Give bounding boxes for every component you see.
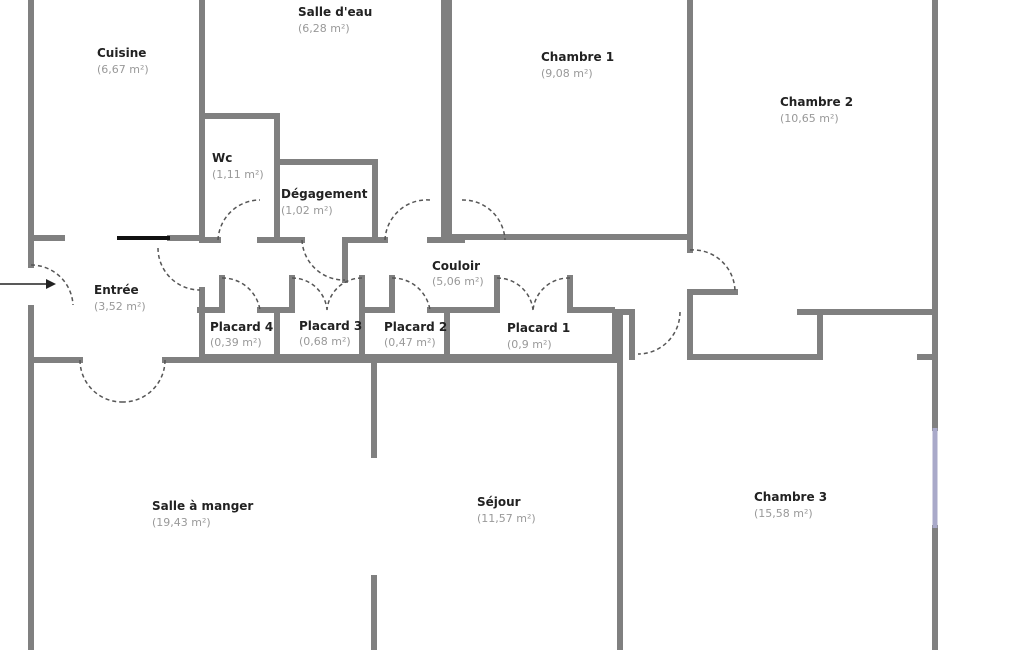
room-entree: Entrée (3,52 m²) [94, 283, 146, 313]
svg-text:Cuisine: Cuisine [97, 46, 146, 60]
entry-arrow-head [46, 279, 56, 289]
svg-text:Séjour: Séjour [477, 495, 521, 509]
svg-text:Chambre 3: Chambre 3 [754, 490, 827, 504]
svg-text:(3,52 m²): (3,52 m²) [94, 300, 146, 313]
svg-text:Placard 3: Placard 3 [299, 319, 362, 333]
svg-text:Salle à manger: Salle à manger [152, 499, 253, 513]
room-sejour: Séjour (11,57 m²) [477, 495, 536, 525]
svg-text:Chambre 2: Chambre 2 [780, 95, 853, 109]
svg-text:(0,47 m²): (0,47 m²) [384, 336, 436, 349]
svg-text:(1,11 m²): (1,11 m²) [212, 168, 264, 181]
room-placard-4: Placard 4 (0,39 m²) [210, 320, 273, 349]
svg-text:(6,28 m²): (6,28 m²) [298, 22, 350, 35]
svg-text:(0,9 m²): (0,9 m²) [507, 338, 552, 351]
svg-text:Wc: Wc [212, 151, 232, 165]
room-labels: Cuisine (6,67 m²) Salle d'eau (6,28 m²) Ch… [94, 5, 853, 529]
svg-text:Salle d'eau: Salle d'eau [298, 5, 372, 19]
svg-text:(5,06 m²): (5,06 m²) [432, 275, 484, 288]
svg-text:(11,57 m²): (11,57 m²) [477, 512, 536, 525]
room-salle-deau: Salle d'eau (6,28 m²) [298, 5, 372, 35]
svg-text:Placard 2: Placard 2 [384, 320, 447, 334]
room-chambre-1: Chambre 1 (9,08 m²) [541, 50, 614, 80]
svg-text:Couloir: Couloir [432, 259, 480, 273]
svg-text:(19,43 m²): (19,43 m²) [152, 516, 211, 529]
svg-text:Chambre 1: Chambre 1 [541, 50, 614, 64]
svg-text:(6,67 m²): (6,67 m²) [97, 63, 149, 76]
room-placard-2: Placard 2 (0,47 m²) [384, 320, 447, 349]
svg-text:(10,65 m²): (10,65 m²) [780, 112, 839, 125]
room-wc: Wc (1,11 m²) [212, 151, 264, 181]
svg-text:Entrée: Entrée [94, 283, 139, 297]
room-salle-a-manger: Salle à manger (19,43 m²) [152, 499, 253, 529]
room-couloir: Couloir (5,06 m²) [432, 259, 484, 288]
svg-text:Dégagement: Dégagement [281, 187, 368, 201]
svg-text:(0,39 m²): (0,39 m²) [210, 336, 262, 349]
svg-text:(0,68 m²): (0,68 m²) [299, 335, 351, 348]
room-cuisine: Cuisine (6,67 m²) [97, 46, 149, 76]
room-chambre-2: Chambre 2 (10,65 m²) [780, 95, 853, 125]
walls [0, 0, 938, 650]
room-chambre-3: Chambre 3 (15,58 m²) [754, 490, 827, 520]
svg-text:Placard 1: Placard 1 [507, 321, 570, 335]
doors [30, 199, 736, 403]
room-degagement: Dégagement (1,02 m²) [281, 187, 368, 217]
svg-text:(1,02 m²): (1,02 m²) [281, 204, 333, 217]
svg-text:(9,08 m²): (9,08 m²) [541, 67, 593, 80]
room-placard-3: Placard 3 (0,68 m²) [299, 319, 362, 348]
room-placard-1: Placard 1 (0,9 m²) [507, 321, 570, 351]
svg-text:(15,58 m²): (15,58 m²) [754, 507, 813, 520]
svg-text:Placard 4: Placard 4 [210, 320, 273, 334]
